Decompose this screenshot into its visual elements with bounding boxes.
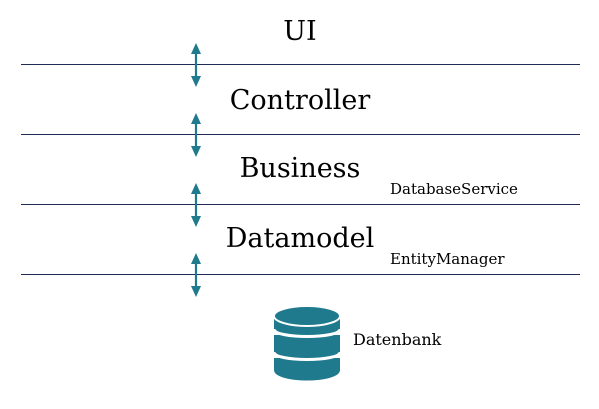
layer-divider-datamodel-database bbox=[21, 274, 580, 275]
layer-divider-ui-controller bbox=[21, 64, 580, 65]
database-icon bbox=[272, 305, 342, 381]
component-label-database-service: DatabaseService bbox=[390, 180, 518, 198]
layer-label-business: Business bbox=[239, 153, 361, 184]
bidirectional-arrow-icon bbox=[191, 113, 201, 157]
layer-label-controller: Controller bbox=[229, 85, 371, 116]
layer-divider-business-datamodel bbox=[21, 204, 580, 205]
layer-label-datamodel: Datamodel bbox=[225, 223, 375, 254]
layer-divider-controller-business bbox=[21, 134, 580, 135]
database-label: Datenbank bbox=[353, 330, 442, 349]
layer-label-ui: UI bbox=[283, 16, 317, 47]
bidirectional-arrow-icon bbox=[191, 43, 201, 87]
bidirectional-arrow-icon bbox=[191, 253, 201, 297]
component-label-entity-manager: EntityManager bbox=[390, 250, 505, 268]
bidirectional-arrow-icon bbox=[191, 183, 201, 227]
